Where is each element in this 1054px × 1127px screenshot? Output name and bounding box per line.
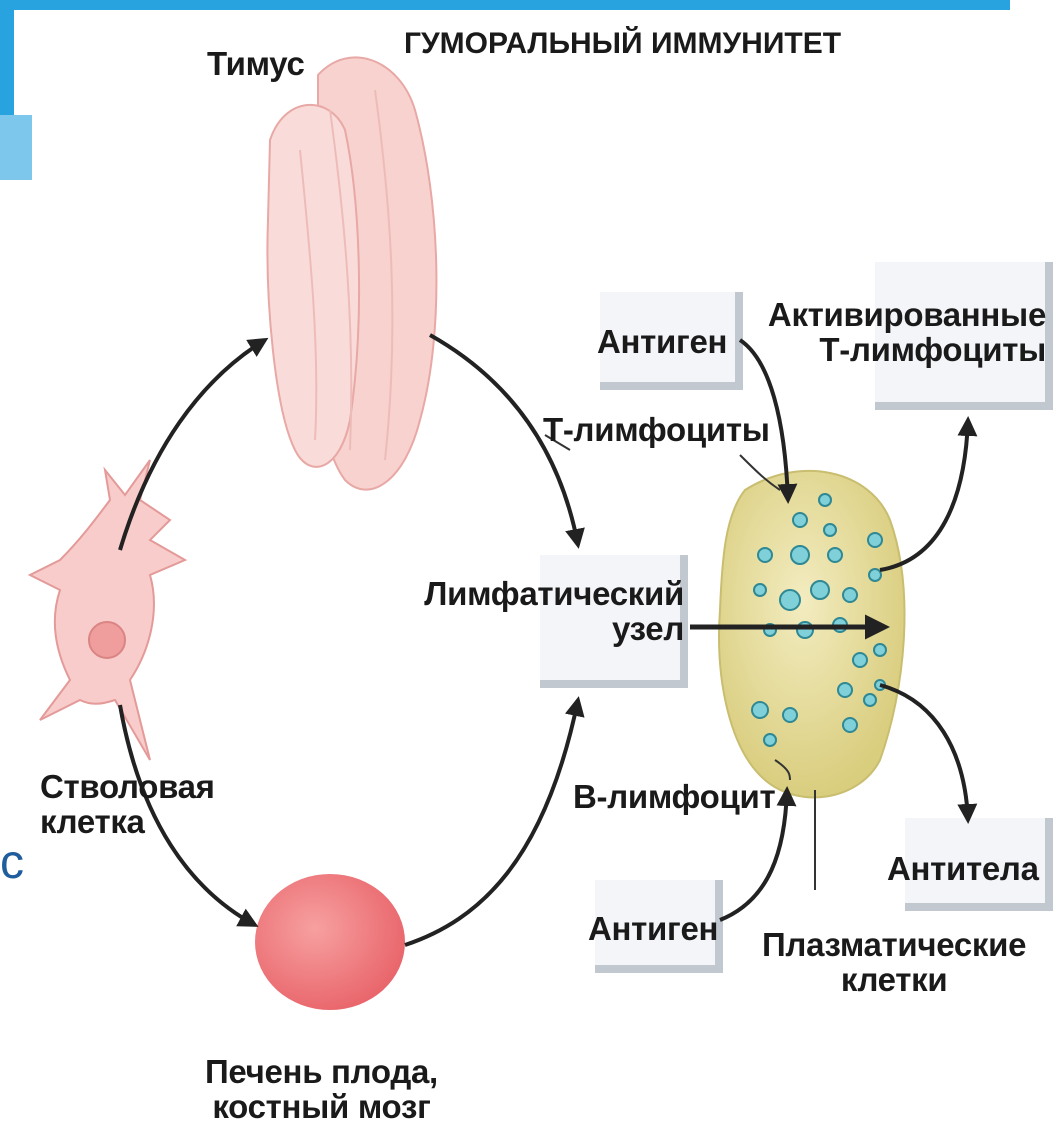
lymph-node-organ (719, 471, 904, 798)
label-stem-cell-line2: клетка (40, 805, 215, 840)
label-antibodies: Антитела (887, 852, 1039, 887)
label-lymph-node: Лимфатический узел (424, 577, 684, 646)
label-stem-cell-line1: Стволовая (40, 770, 215, 805)
stem-cell (30, 460, 185, 760)
liver-cell (255, 874, 405, 1010)
label-lymph-node-line2: узел (424, 612, 684, 647)
label-plasma-line1: Плазматические (762, 928, 1026, 963)
label-lymph-node-line1: Лимфатический (424, 577, 684, 612)
label-plasma-line2: клетки (762, 963, 1026, 998)
label-activated-line2: Т-лимфоциты (768, 333, 1046, 368)
label-thymus: Тимус (207, 47, 305, 82)
label-plasma-cells: Плазматические клетки (762, 928, 1026, 997)
label-liver-line1: Печень плода, (205, 1055, 438, 1090)
label-activated-t-lymphocytes: Активированные Т-лимфоциты (768, 298, 1046, 367)
label-liver-bone-marrow: Печень плода, костный мозг (205, 1055, 438, 1124)
thymus-organ (267, 57, 436, 489)
label-liver-line2: костный мозг (205, 1090, 438, 1125)
cropped-text-fragment: c (0, 835, 24, 890)
page-title: ГУМОРАЛЬНЫЙ ИММУНИТЕТ (404, 28, 841, 60)
arrow-liver-to-node (405, 700, 578, 945)
label-stem-cell: Стволовая клетка (40, 770, 215, 839)
label-antigen-bottom: Антиген (588, 912, 718, 947)
label-b-lymphocyte: В-лимфоцит (573, 780, 775, 815)
label-antigen-top: Антиген (597, 325, 727, 360)
label-t-lymphocytes: Т-лимфоциты (543, 413, 770, 448)
label-activated-line1: Активированные (768, 298, 1046, 333)
